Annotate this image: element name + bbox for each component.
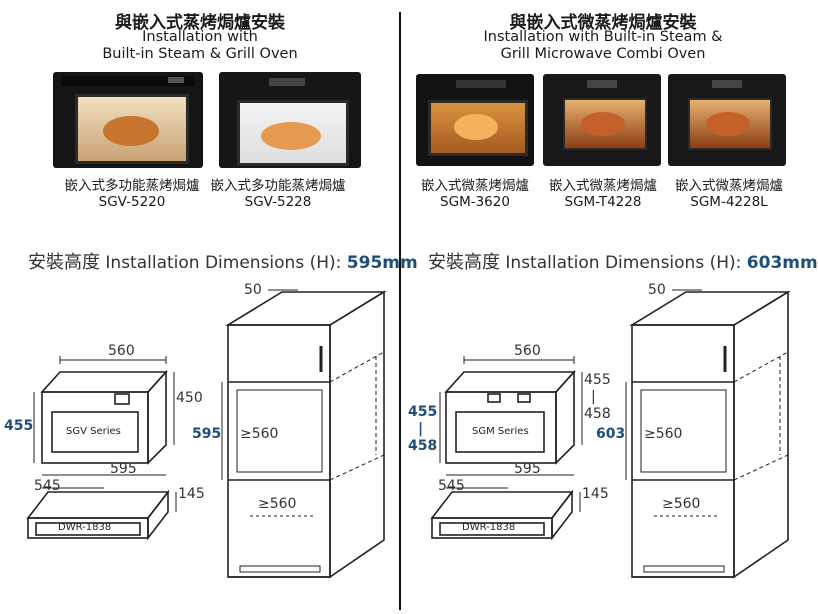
label-cab-top-50: 50 bbox=[244, 282, 262, 298]
dim-heading-zh: 安裝高度 bbox=[28, 252, 100, 273]
dim-heading-en: Installation Dimensions (H): bbox=[105, 253, 342, 273]
left-title-en-1: Installation with bbox=[142, 29, 258, 45]
label-width-595: 595 bbox=[110, 461, 137, 477]
oven-image-sgm3620 bbox=[416, 74, 534, 166]
right-title-en-1: Installation with Built-in Steam & bbox=[483, 29, 723, 45]
label-width-595: 595 bbox=[514, 461, 541, 477]
label-height-458: 458 bbox=[584, 406, 611, 422]
product-name-zh: 嵌入式微蒸烤焗爐 bbox=[421, 178, 529, 194]
label-sgm-series: SGM Series bbox=[472, 426, 529, 437]
left-cabinet-drawing bbox=[221, 289, 387, 579]
label-width-560: 560 bbox=[108, 343, 135, 359]
label-front-dash: | bbox=[418, 421, 424, 437]
caption-sgm4228l: 嵌入式微蒸烤焗爐 SGM-4228L bbox=[664, 178, 794, 210]
label-height-455: 455 bbox=[584, 372, 611, 388]
caption-sgmt4228: 嵌入式微蒸烤焗爐 SGM-T4228 bbox=[538, 178, 668, 210]
label-height-145: 145 bbox=[582, 486, 609, 502]
caption-sgv5228: 嵌入式多功能蒸烤焗爐 SGV-5228 bbox=[203, 178, 353, 210]
oven-image-sgm4228l bbox=[668, 74, 786, 166]
product-name-zh: 嵌入式多功能蒸烤焗爐 bbox=[210, 178, 346, 194]
dim-heading-zh: 安裝高度 bbox=[428, 252, 500, 273]
label-width-560: 560 bbox=[514, 343, 541, 359]
oven-image-sgv5228 bbox=[219, 72, 361, 168]
right-title-en-2: Grill Microwave Combi Oven bbox=[500, 46, 706, 62]
left-oven-drawing bbox=[26, 356, 177, 541]
label-height-450: 450 bbox=[176, 390, 203, 406]
label-cab-inner-width: ≥560 bbox=[240, 426, 279, 442]
product-model: SGM-T4228 bbox=[564, 194, 642, 210]
left-dimension-heading: 安裝高度 Installation Dimensions (H): 595mm bbox=[28, 248, 418, 274]
label-cab-lower-width: ≥560 bbox=[662, 496, 701, 512]
label-front-455: 455 bbox=[408, 404, 438, 420]
product-name-zh: 嵌入式微蒸烤焗爐 bbox=[549, 178, 657, 194]
caption-sgm3620: 嵌入式微蒸烤焗爐 SGM-3620 bbox=[410, 178, 540, 210]
product-model: SGM-4228L bbox=[690, 194, 768, 210]
label-cab-top-50: 50 bbox=[648, 282, 666, 298]
installation-diagrams bbox=[26, 289, 791, 579]
product-model: SGV-5220 bbox=[98, 194, 166, 210]
center-divider bbox=[399, 12, 401, 610]
label-depth-545: 545 bbox=[34, 478, 61, 494]
label-front-458: 458 bbox=[408, 438, 438, 454]
right-dimension-heading: 安裝高度 Installation Dimensions (H): 603mm bbox=[428, 248, 818, 274]
label-cab-height: 603 bbox=[596, 426, 626, 442]
label-height-dash: | bbox=[591, 389, 596, 405]
dim-heading-en: Installation Dimensions (H): bbox=[505, 253, 742, 273]
product-model: SGM-3620 bbox=[440, 194, 510, 210]
right-oven-drawing bbox=[430, 356, 583, 541]
label-drawer: DWR-1838 bbox=[462, 522, 516, 533]
left-title-zh: 與嵌入式蒸烤焗爐安裝 bbox=[115, 13, 285, 33]
label-depth-545: 545 bbox=[438, 478, 465, 494]
label-sgv-series: SGV Series bbox=[66, 426, 121, 437]
label-drawer: DWR-1838 bbox=[58, 522, 112, 533]
caption-sgv5220: 嵌入式多功能蒸烤焗爐 SGV-5220 bbox=[57, 178, 207, 210]
dim-heading-value: 595mm bbox=[346, 253, 418, 273]
right-cabinet-drawing bbox=[625, 289, 791, 579]
label-height-455: 455 bbox=[4, 418, 34, 434]
left-title-en-2: Built-in Steam & Grill Oven bbox=[102, 46, 298, 62]
label-height-145: 145 bbox=[178, 486, 205, 502]
label-cab-inner-width: ≥560 bbox=[644, 426, 683, 442]
label-cab-height: 595 bbox=[192, 426, 222, 442]
oven-image-sgv5220 bbox=[53, 72, 203, 168]
label-cab-lower-width: ≥560 bbox=[258, 496, 297, 512]
oven-image-sgmt4228 bbox=[543, 74, 661, 166]
right-title-zh: 與嵌入式微蒸烤焗爐安裝 bbox=[509, 13, 697, 33]
product-name-zh: 嵌入式多功能蒸烤焗爐 bbox=[64, 178, 200, 194]
product-model: SGV-5228 bbox=[244, 194, 312, 210]
dim-heading-value: 603mm bbox=[746, 253, 818, 273]
product-name-zh: 嵌入式微蒸烤焗爐 bbox=[675, 178, 783, 194]
